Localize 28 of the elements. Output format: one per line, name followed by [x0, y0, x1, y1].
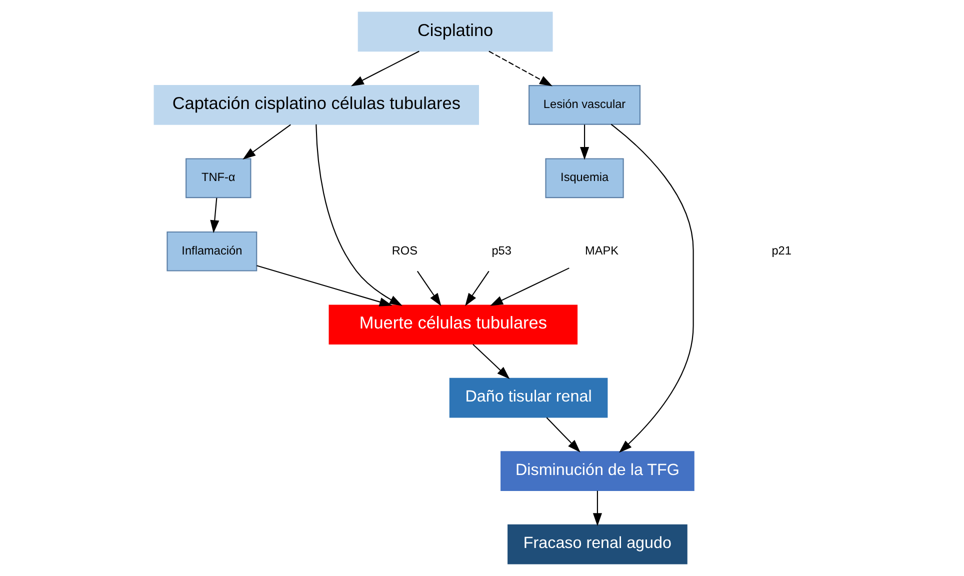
node-box: Isquemia — [544, 158, 624, 198]
arrow — [315, 124, 402, 306]
node-box: Inflamación — [166, 231, 257, 272]
arrow — [472, 344, 510, 380]
arrow — [610, 124, 694, 453]
node-box: TNF-α — [185, 158, 251, 198]
arrow — [242, 124, 290, 160]
node-text: MAPK — [584, 243, 618, 258]
node-box: Lesión vascular — [528, 85, 640, 125]
node-box: Daño tisular renal — [448, 378, 608, 418]
node-text: p53 — [491, 243, 511, 258]
arrow — [490, 268, 569, 306]
arrow — [546, 417, 580, 452]
arrow — [464, 270, 489, 306]
label: p21 — [771, 243, 791, 258]
node-box: Cisplatino — [357, 12, 552, 52]
arrow — [350, 50, 419, 86]
node-box: Disminución de la TFG — [500, 451, 694, 491]
arrow — [580, 124, 589, 160]
arrow — [416, 270, 441, 306]
arrow — [210, 198, 219, 234]
node-box: Muerte células tubulares — [328, 304, 578, 345]
node-text: ROS — [391, 243, 418, 258]
node-box: Captación cisplatino células tubulares — [153, 85, 478, 125]
arrow — [592, 490, 602, 526]
arrow — [488, 50, 552, 86]
node-box: Fracaso renal agudo — [507, 524, 687, 564]
arrow — [256, 265, 392, 306]
